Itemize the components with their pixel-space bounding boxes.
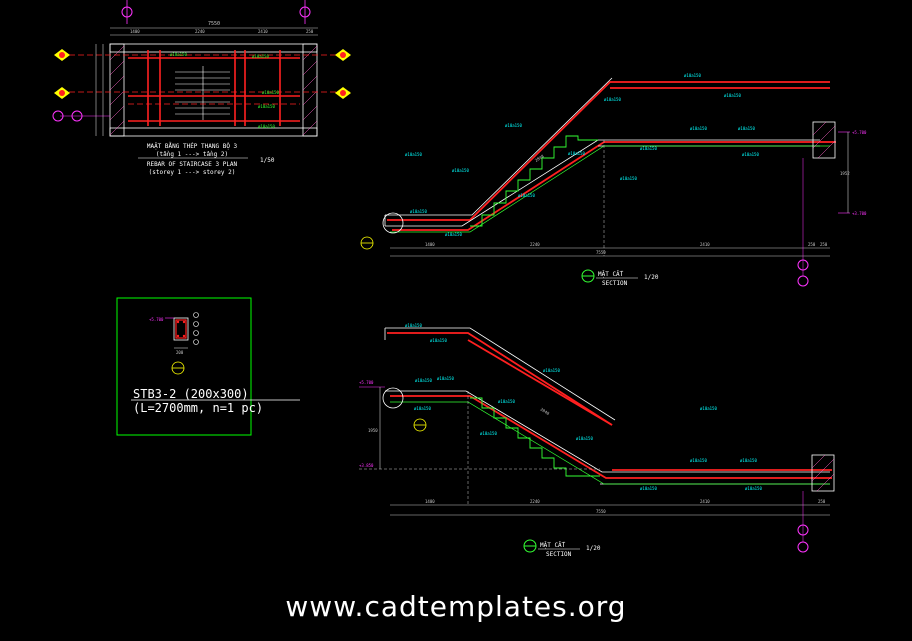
svg-text:ø10a150: ø10a150 [690,458,707,463]
svg-text:ø10a150: ø10a150 [170,52,187,57]
svg-text:ø10a150: ø10a150 [640,146,657,151]
section1-title-vi: MẶT CẮT [598,271,624,278]
section1-dim-total: 7550 [596,250,606,255]
section2-dim: 250 [818,499,826,504]
beam-detail: +5.700 200 STB3-2 (200x300) (L=2700mm, n… [116,297,300,436]
section2-scale: 1/20 [586,545,601,552]
svg-text:ø10a150: ø10a150 [724,93,741,98]
svg-text:ø10a150: ø10a150 [262,90,279,95]
plan-title-vi-sub: (tầng 1 ---> tầng 2) [156,151,228,158]
section1-scale: 1/20 [644,274,659,281]
beam-length: (L=2700mm, n=1 pc) [133,401,263,415]
section1-title-en: SECTION [602,280,628,287]
watermark: www.cadtemplates.org [285,590,627,623]
svg-text:ø10a150: ø10a150 [414,406,431,411]
plan-title-vi: MAẶT BẰNG THÉP THANG BỘ 3 [147,142,238,150]
plan-dim: 2410 [258,29,268,34]
svg-text:ø10a150: ø10a150 [498,399,515,404]
svg-text:ø10a150: ø10a150 [505,123,522,128]
plan-scale: 1/50 [260,157,275,164]
svg-text:ø10a150: ø10a150 [690,126,707,131]
section1-level-bottom: +3.700 [852,211,867,216]
section1-dim: 2410 [700,242,710,247]
svg-text:ø10a150: ø10a150 [700,406,717,411]
section2-title-vi: MẶT CẮT [540,542,566,549]
svg-text:ø10a150: ø10a150 [738,126,755,131]
svg-text:ø10a150: ø10a150 [742,152,759,157]
svg-text:ø10a150: ø10a150 [568,151,585,156]
svg-text:ø10a150: ø10a150 [640,486,657,491]
svg-text:ø10a150: ø10a150 [437,376,454,381]
section2-riser: 1950 [368,428,378,433]
svg-text:ø10a150: ø10a150 [452,168,469,173]
svg-text:ø10a150: ø10a150 [252,54,269,59]
svg-text:ø10a150: ø10a150 [445,232,462,237]
svg-text:ø10a150: ø10a150 [405,152,422,157]
plan-title-en-sub: (storey 1 ---> storey 2) [149,169,236,176]
section1-dim: 2240 [530,242,540,247]
svg-text:ø10a150: ø10a150 [258,104,275,109]
section1-dim: 1400 [425,242,435,247]
section2-level-bottom: +3.850 [359,463,374,468]
svg-text:ø10a150: ø10a150 [604,97,621,102]
grid-marker [54,49,351,99]
plan-dim: 250 [306,29,314,34]
svg-text:ø10a150: ø10a150 [740,458,757,463]
svg-text:ø10a150: ø10a150 [430,338,447,343]
section-2: +5.700 +3.850 1950 2848 1400 2240 2410 2… [359,323,835,558]
staircase-plan: 7550 1400 2240 2410 250 [52,0,351,176]
svg-text:ø10a150: ø10a150 [684,73,701,78]
svg-text:ø10a150: ø10a150 [410,209,427,214]
section2-title-en: SECTION [546,551,572,558]
section1-riser: 1952 [840,171,850,176]
plan-dim-total: 7550 [208,21,220,27]
beam-label: STB3-2 (200x300) [133,387,249,401]
svg-text:ø10a150: ø10a150 [576,436,593,441]
section2-dim-total: 7550 [596,509,606,514]
section1-dim: 250 [820,242,828,247]
svg-text:ø10a150: ø10a150 [415,378,432,383]
plan-dim: 1400 [130,29,140,34]
section2-level-top: +5.700 [359,380,374,385]
section1-dim: 250 [808,242,816,247]
section1-slope: 2848 [534,153,545,163]
svg-text:ø10a150: ø10a150 [480,431,497,436]
plan-dim: 2240 [195,29,205,34]
svg-text:ø10a150: ø10a150 [405,323,422,328]
section2-dim: 2240 [530,499,540,504]
beam-frame [116,297,252,436]
section1-level-top: +5.700 [852,130,867,135]
section2-dim: 2410 [700,499,710,504]
svg-text:ø10a150: ø10a150 [620,176,637,181]
svg-text:ø10a150: ø10a150 [518,193,535,198]
svg-text:ø10a150: ø10a150 [258,124,275,129]
plan-title-en: REBAR OF STAIRCASE 3 PLAN [147,161,238,168]
section2-slope: 2848 [539,407,550,417]
beam-level: +5.700 [149,317,164,322]
beam-dim-width: 200 [176,350,184,355]
svg-text:ø10a150: ø10a150 [543,368,560,373]
section2-dim: 1400 [425,499,435,504]
svg-text:ø10a150: ø10a150 [745,486,762,491]
section-1: +5.700 +3.700 1952 2848 1400 2240 2410 2… [360,73,867,287]
